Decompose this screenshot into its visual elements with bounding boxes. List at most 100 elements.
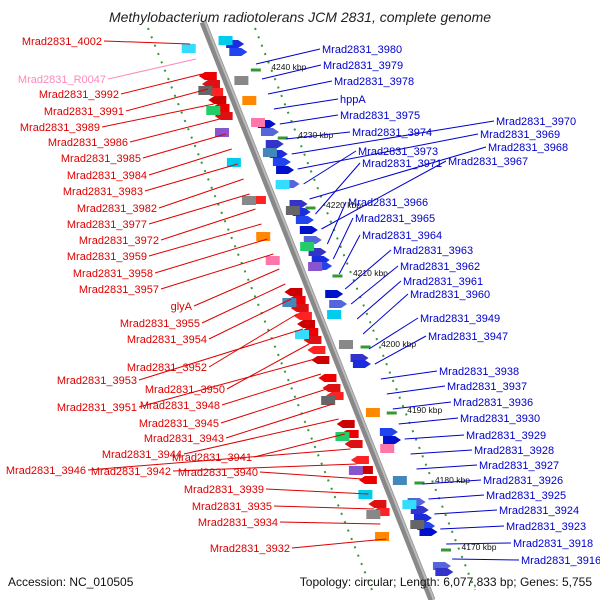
feature-block xyxy=(265,256,280,265)
right-gene-label: Mrad2831_3974 xyxy=(352,127,432,139)
left-gene-label: Mrad2831_3957 xyxy=(79,284,159,296)
right-gene-label: Mrad2831_3947 xyxy=(428,331,508,343)
feature-block xyxy=(410,520,425,529)
feature-block xyxy=(218,36,233,45)
left-label-leader xyxy=(129,118,220,143)
right-label-leader xyxy=(315,162,361,215)
right-label-leader xyxy=(279,114,339,125)
left-label-leader xyxy=(273,505,375,510)
left-gene-label: Mrad2831_R0047 xyxy=(18,74,106,86)
right-label-leader xyxy=(338,234,361,275)
right-gene-label: Mrad2831_3936 xyxy=(453,397,533,409)
reverse-gene-arrow xyxy=(350,456,369,464)
feature-block xyxy=(251,118,266,127)
forward-gene-arrow xyxy=(272,158,291,166)
feature-block xyxy=(262,148,277,157)
right-gene-label: Mrad2831_3928 xyxy=(474,445,554,457)
left-gene-label: Mrad2831_3984 xyxy=(67,170,147,182)
left-gene-label: Mrad2831_3982 xyxy=(77,203,157,215)
left-gene-label: Mrad2831_3934 xyxy=(198,517,278,529)
left-label-leader xyxy=(107,58,197,80)
ruler-tick-label: 4230 kbp xyxy=(298,130,333,140)
ruler-tick-label: 4210 kbp xyxy=(353,268,388,278)
right-gene-label: Mrad2831_3971 xyxy=(362,158,442,170)
left-label-leader xyxy=(220,388,327,424)
feature-block xyxy=(366,510,381,519)
left-gene-label: Mrad2831_3941 xyxy=(172,452,252,464)
ruler-tick-label: 4180 kbp xyxy=(435,475,470,485)
right-label-leader xyxy=(422,479,482,485)
right-label-leader xyxy=(303,150,357,185)
forward-gene-arrow xyxy=(276,166,295,174)
left-label-leader xyxy=(160,208,256,241)
feature-block xyxy=(295,330,310,339)
feature-block xyxy=(198,86,213,95)
left-label-leader xyxy=(120,73,203,95)
right-label-leader xyxy=(386,385,446,395)
right-label-leader xyxy=(350,265,399,305)
feature-block xyxy=(402,500,417,509)
left-label-leader xyxy=(208,313,298,368)
ruler-tick-label: 4200 kbp xyxy=(381,339,416,349)
backbone xyxy=(199,20,436,600)
forward-gene-arrow xyxy=(295,216,314,224)
feature-block xyxy=(321,396,336,405)
left-label-leader xyxy=(142,133,226,159)
right-gene-label: Mrad2831_3938 xyxy=(439,366,519,378)
right-gene-label: Mrad2831_3927 xyxy=(479,460,559,472)
right-gene-label: Mrad2831_3979 xyxy=(323,60,403,72)
right-label-leader xyxy=(255,48,321,65)
feature-block xyxy=(308,262,323,271)
forward-gene-arrow xyxy=(435,568,454,576)
right-label-leader xyxy=(261,64,322,80)
right-label-leader xyxy=(404,434,465,440)
left-label-leader xyxy=(221,373,322,406)
reverse-gene-arrow xyxy=(322,384,341,392)
left-gene-label: Mrad2831_3985 xyxy=(61,153,141,165)
left-label-leader xyxy=(193,268,280,307)
feature-block xyxy=(348,466,363,475)
right-label-leader xyxy=(321,160,447,230)
right-label-leader xyxy=(273,98,339,110)
right-label-leader xyxy=(356,280,402,320)
ruler-tick-label: 4190 kbp xyxy=(407,405,442,415)
left-gene-label: Mrad2831_3951 xyxy=(57,402,137,414)
forward-gene-arrow xyxy=(352,360,371,368)
left-label-leader xyxy=(208,298,292,340)
left-gene-label: Mrad2831_3945 xyxy=(139,418,219,430)
left-gene-label: Mrad2831_3989 xyxy=(20,122,100,134)
left-label-leader xyxy=(101,103,215,128)
feature-block xyxy=(285,206,300,215)
right-label-leader xyxy=(344,249,392,290)
forward-gene-arrow xyxy=(379,428,398,436)
left-label-leader xyxy=(172,463,357,472)
reverse-gene-arrow xyxy=(297,320,316,328)
left-label-leader xyxy=(225,403,333,439)
right-gene-label: Mrad2831_3923 xyxy=(506,521,586,533)
left-label-leader xyxy=(158,178,244,209)
feature-block xyxy=(300,242,315,251)
right-label-leader xyxy=(440,525,505,530)
right-label-leader xyxy=(452,558,520,561)
right-gene-label: Mrad2831_3924 xyxy=(499,505,579,517)
left-label-leader xyxy=(183,418,339,455)
left-gene-label: Mrad2831_3986 xyxy=(48,137,128,149)
left-gene-label: Mrad2831_3952 xyxy=(127,362,207,374)
feature-block xyxy=(375,532,390,541)
left-gene-label: Mrad2831_3955 xyxy=(120,318,200,330)
forward-gene-arrow xyxy=(329,300,348,308)
left-gene-label: Mrad2831_3944 xyxy=(102,449,182,461)
left-label-leader xyxy=(103,40,191,45)
right-label-leader xyxy=(434,509,498,515)
reverse-gene-arrow xyxy=(336,420,355,428)
right-label-leader xyxy=(291,120,495,155)
ruler-tick-label: 4240 kbp xyxy=(271,62,306,72)
accession-text: Accession: NC_010505 xyxy=(8,575,134,589)
reverse-gene-arrow xyxy=(293,312,312,320)
feature-block xyxy=(256,232,271,241)
left-label-leader xyxy=(259,471,363,480)
left-label-leader xyxy=(138,328,304,381)
right-gene-label: Mrad2831_3975 xyxy=(340,110,420,122)
